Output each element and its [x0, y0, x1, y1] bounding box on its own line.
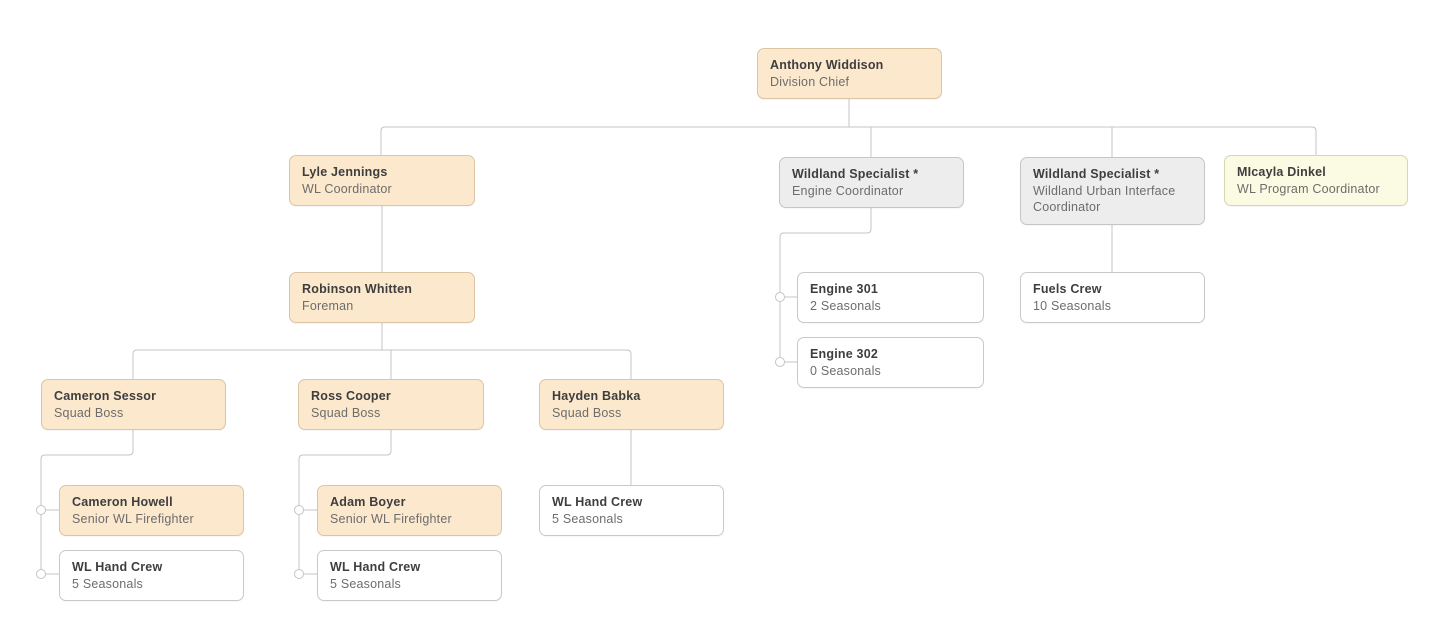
org-node-hand-crew-2[interactable]: WL Hand Crew 5 Seasonals [317, 550, 502, 601]
org-node-wui-coordinator[interactable]: Wildland Specialist * Wildland Urban Int… [1020, 157, 1205, 225]
node-name: Lyle Jennings [302, 165, 388, 179]
org-node-division-chief[interactable]: Anthony Widdison Division Chief [757, 48, 942, 99]
org-node-engine-301[interactable]: Engine 301 2 Seasonals [797, 272, 984, 323]
org-node-hand-crew-3[interactable]: WL Hand Crew 5 Seasonals [539, 485, 724, 536]
node-name: Engine 302 [810, 347, 878, 361]
org-node-squad-boss-sessor[interactable]: Cameron Sessor Squad Boss [41, 379, 226, 430]
node-name: Adam Boyer [330, 495, 406, 509]
node-title: 5 Seasonals [552, 511, 623, 526]
node-name: Hayden Babka [552, 389, 641, 403]
node-title: 2 Seasonals [810, 298, 881, 313]
node-title: 0 Seasonals [810, 363, 881, 378]
node-title: Foreman [302, 298, 354, 313]
node-name: MIcayla Dinkel [1237, 165, 1326, 179]
node-name: Cameron Howell [72, 495, 173, 509]
node-title: Engine Coordinator [792, 183, 904, 198]
node-title: Senior WL Firefighter [72, 511, 194, 526]
org-node-engine-302[interactable]: Engine 302 0 Seasonals [797, 337, 984, 388]
org-node-senior-firefighter-boyer[interactable]: Adam Boyer Senior WL Firefighter [317, 485, 502, 536]
node-title: Senior WL Firefighter [330, 511, 452, 526]
org-node-wl-program-coordinator[interactable]: MIcayla Dinkel WL Program Coordinator [1224, 155, 1408, 206]
org-node-squad-boss-babka[interactable]: Hayden Babka Squad Boss [539, 379, 724, 430]
node-title: Division Chief [770, 74, 850, 89]
org-node-hand-crew-1[interactable]: WL Hand Crew 5 Seasonals [59, 550, 244, 601]
node-name: Fuels Crew [1033, 282, 1102, 296]
node-title: WL Coordinator [302, 181, 392, 196]
node-title: 5 Seasonals [72, 576, 143, 591]
org-node-senior-firefighter-howell[interactable]: Cameron Howell Senior WL Firefighter [59, 485, 244, 536]
node-name: Wildland Specialist * [1033, 167, 1160, 181]
node-name: Anthony Widdison [770, 58, 884, 72]
node-name: Wildland Specialist * [792, 167, 919, 181]
node-title: 5 Seasonals [330, 576, 401, 591]
node-name: Robinson Whitten [302, 282, 413, 296]
org-node-squad-boss-cooper[interactable]: Ross Cooper Squad Boss [298, 379, 484, 430]
node-title: Squad Boss [311, 405, 381, 420]
node-name: WL Hand Crew [330, 560, 421, 574]
node-title: Wildland Urban Interface Coordinator [1033, 183, 1176, 215]
org-node-fuels-crew[interactable]: Fuels Crew 10 Seasonals [1020, 272, 1205, 323]
node-name: Cameron Sessor [54, 389, 157, 403]
node-title: Squad Boss [54, 405, 124, 420]
node-name: Engine 301 [810, 282, 878, 296]
org-node-foreman[interactable]: Robinson Whitten Foreman [289, 272, 475, 323]
node-name: WL Hand Crew [552, 495, 643, 509]
node-name: Ross Cooper [311, 389, 391, 403]
node-title: Squad Boss [552, 405, 622, 420]
org-node-engine-coordinator[interactable]: Wildland Specialist * Engine Coordinator [779, 157, 964, 208]
node-title: 10 Seasonals [1033, 298, 1112, 313]
node-title: WL Program Coordinator [1237, 181, 1380, 196]
node-name: WL Hand Crew [72, 560, 163, 574]
org-node-wl-coordinator[interactable]: Lyle Jennings WL Coordinator [289, 155, 475, 206]
